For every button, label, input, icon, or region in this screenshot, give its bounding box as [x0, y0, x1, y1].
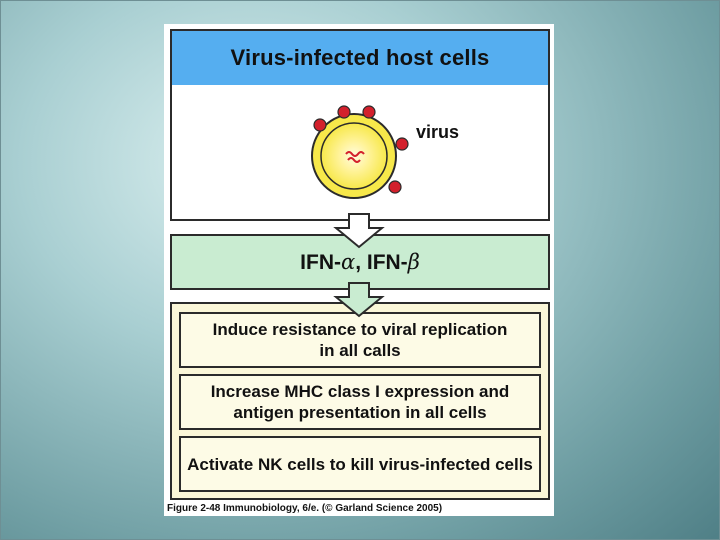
figure: Virus-infected host cells virus IFN-α, I… — [164, 24, 554, 516]
down-arrow-icon — [334, 214, 384, 248]
down-arrow-icon — [334, 283, 384, 317]
figure-title: Virus-infected host cells — [231, 45, 490, 71]
title-panel: Virus-infected host cells — [170, 29, 550, 87]
virus-label: virus — [416, 122, 459, 143]
effect-induce-resistance: Induce resistance to viral replication i… — [179, 312, 541, 368]
effects-panel: Induce resistance to viral replication i… — [170, 302, 550, 500]
effect-activate-nk: Activate NK cells to kill virus-infected… — [179, 436, 541, 492]
ifn-separator: , IFN- — [355, 251, 408, 274]
ifn-label: IFN-α, IFN-β — [300, 250, 420, 275]
virus-particle — [338, 106, 350, 118]
beta-symbol: β — [408, 250, 420, 274]
alpha-symbol: α — [341, 250, 355, 274]
virus-particle — [314, 119, 326, 131]
figure-caption: Figure 2-48 Immunobiology, 6/e. (© Garla… — [167, 503, 442, 514]
virus-particle — [396, 138, 408, 150]
ifn-prefix: IFN- — [300, 251, 341, 274]
effect-increase-mhc: Increase MHC class I expression and anti… — [179, 374, 541, 430]
infected-cell-illustration — [294, 94, 414, 219]
virus-particle — [363, 106, 375, 118]
virus-particle — [389, 181, 401, 193]
